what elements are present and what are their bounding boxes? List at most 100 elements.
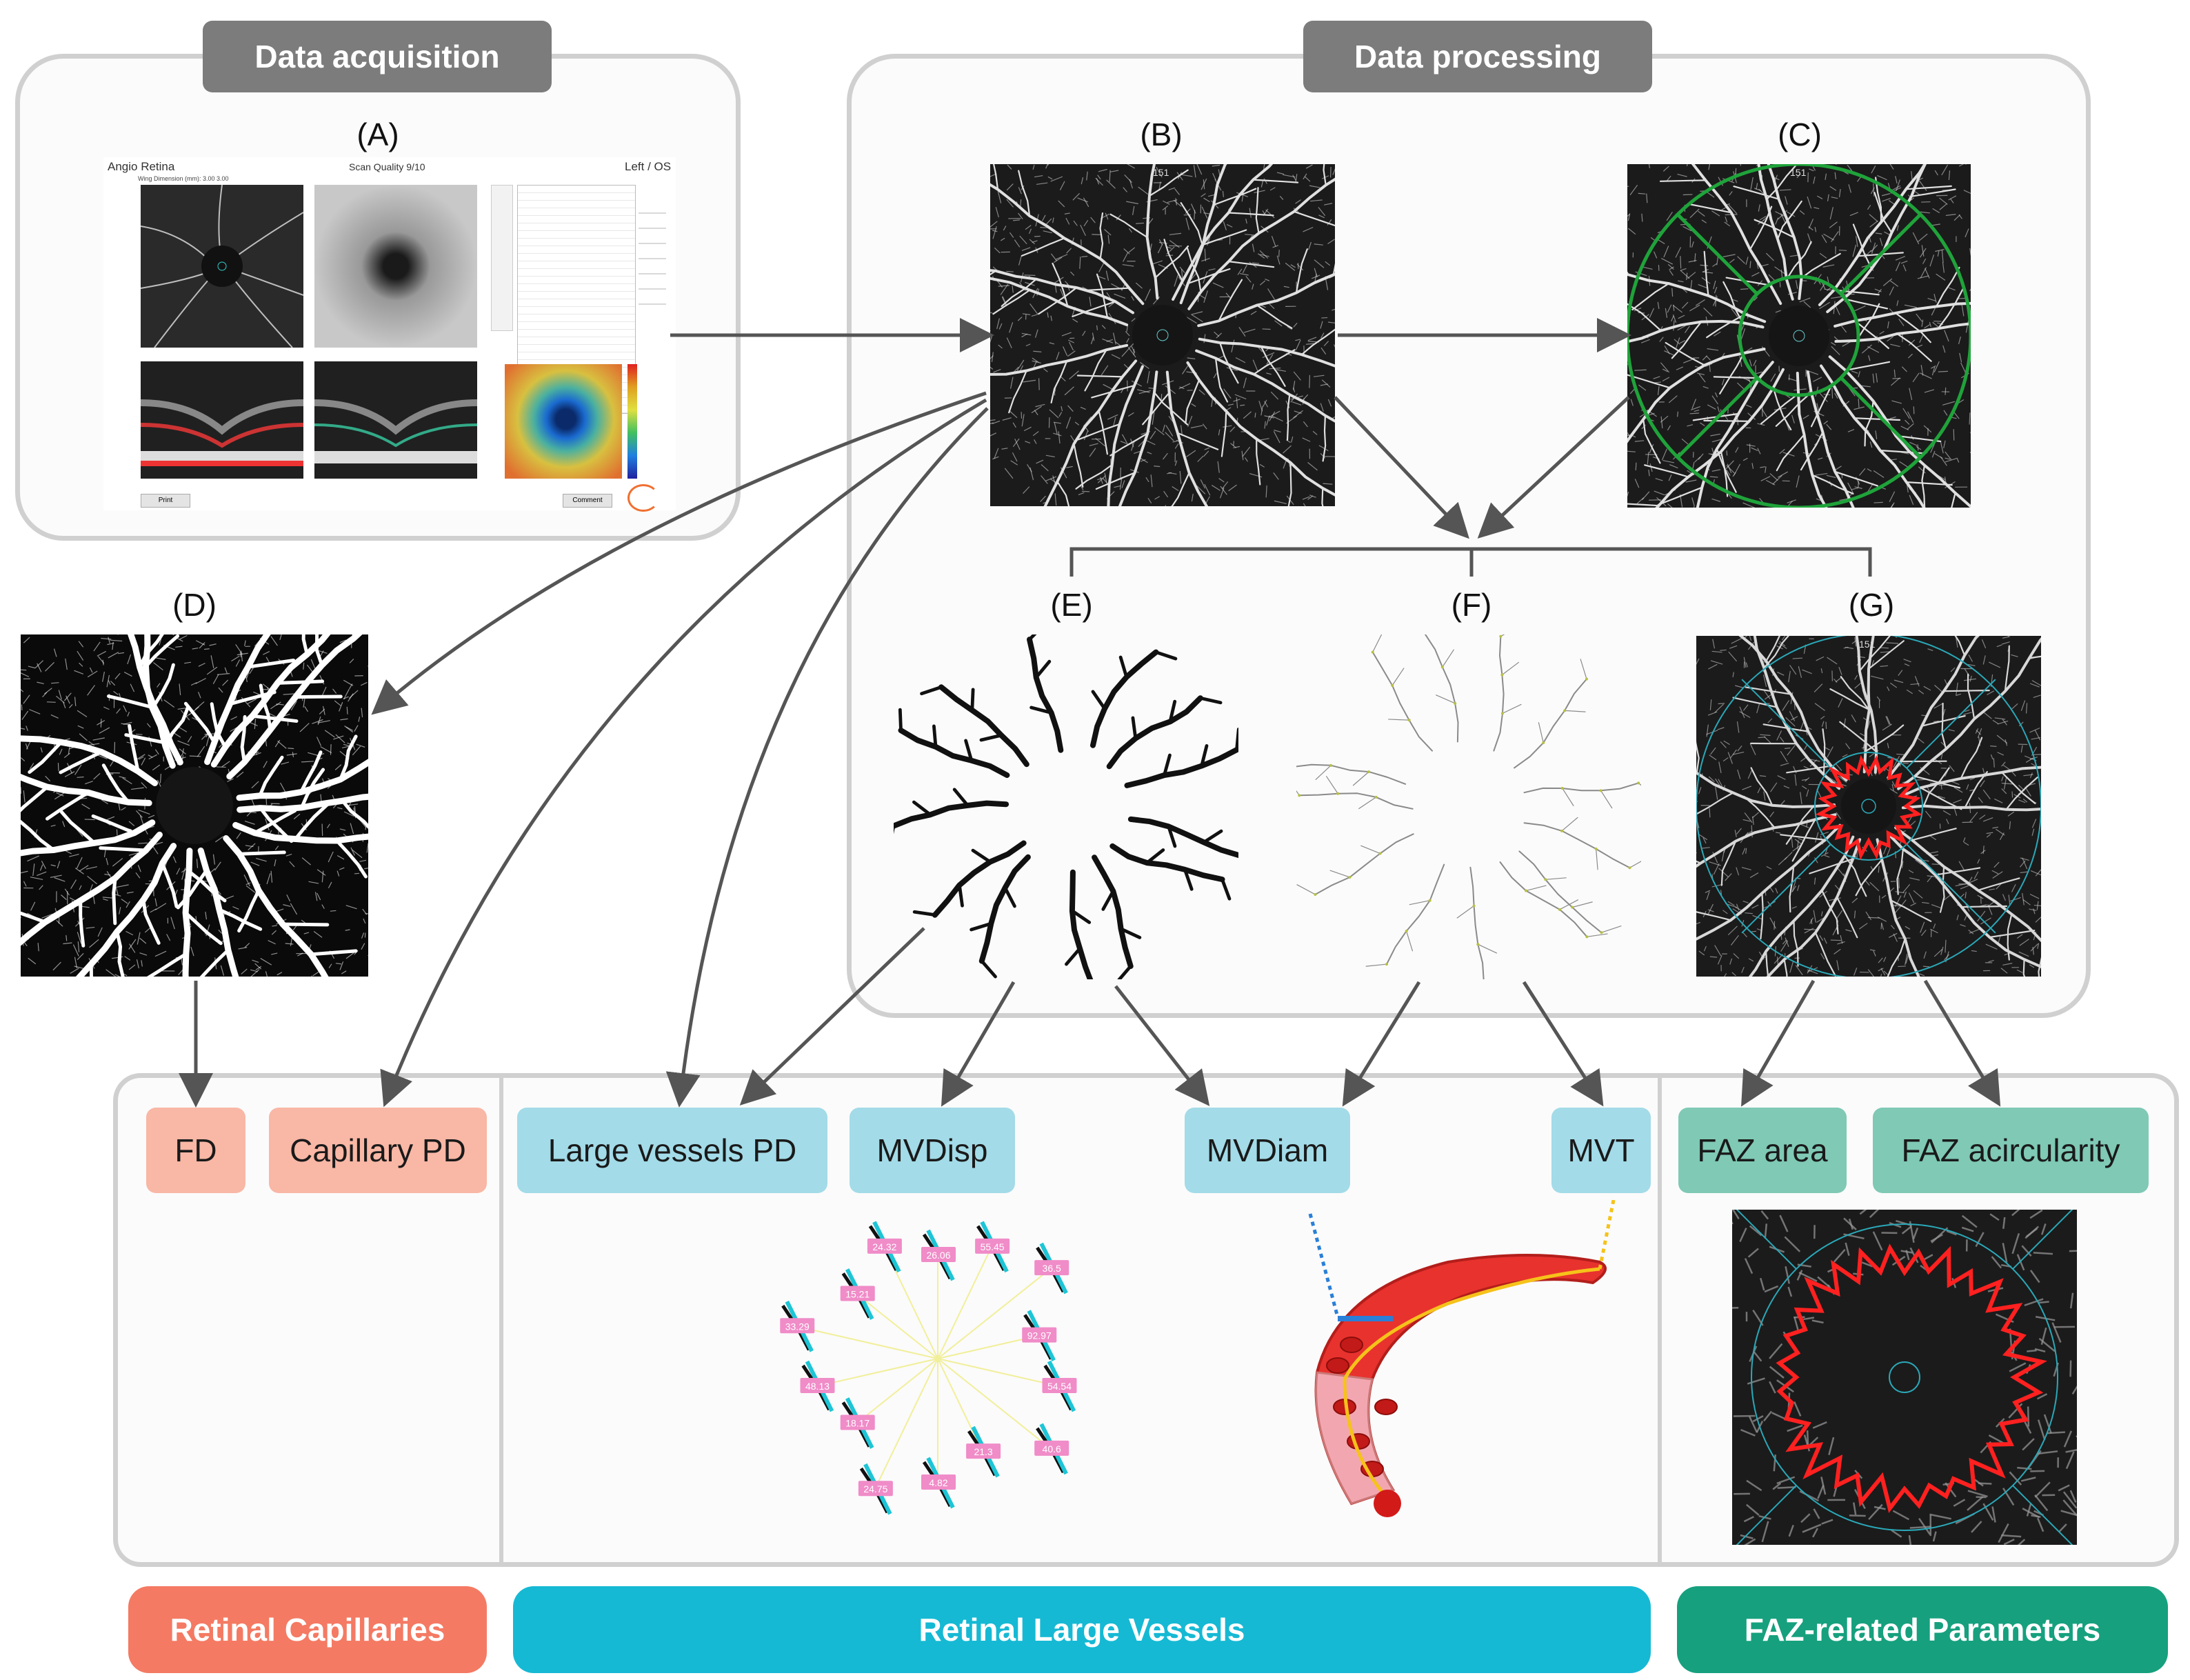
capillary-segment — [2011, 703, 2018, 710]
vessel-sub-branch — [1854, 320, 1889, 350]
capillary-segment — [268, 940, 276, 945]
capillary-segment — [2022, 1438, 2035, 1451]
capillary-segment — [1225, 292, 1232, 299]
vessel-sub-branch — [1855, 859, 1883, 897]
capillary-segment — [1262, 328, 1271, 330]
capillary-segment — [1776, 1476, 1796, 1485]
capillary-segment — [1185, 316, 1197, 323]
capillary-segment — [270, 703, 278, 710]
capillary-segment — [1668, 474, 1672, 481]
capillary-segment — [2022, 799, 2028, 803]
skeleton-sub-branch — [1562, 788, 1574, 806]
capillary-segment — [1950, 667, 1956, 672]
capillary-segment — [1982, 817, 1993, 822]
capillary-segment — [1698, 453, 1704, 460]
capillary-segment — [2036, 901, 2039, 910]
skeleton-branch — [1469, 866, 1485, 979]
vessel-sub-branch — [1750, 767, 1774, 806]
capillary-segment — [1174, 188, 1180, 195]
device-screenshot: Angio Retina Wing Dimension (mm): 3.00 3… — [103, 157, 676, 512]
capillary-segment — [343, 679, 354, 686]
capillary-segment — [64, 752, 70, 758]
capillary-segment — [352, 746, 361, 756]
capillary-segment — [263, 651, 270, 655]
vessel-branch — [223, 835, 329, 977]
capillary-segment — [1711, 210, 1720, 217]
capillary-segment — [1796, 174, 1801, 179]
capillary-segment — [1718, 703, 1725, 705]
capillary-segment — [2019, 939, 2029, 946]
capillary-segment — [1295, 339, 1300, 341]
vessel-branch — [1145, 164, 1159, 300]
capillary-segment — [1047, 176, 1053, 180]
capillary-segment — [1915, 859, 1922, 865]
skeleton-node — [1374, 795, 1378, 799]
capillary-segment — [1292, 401, 1302, 406]
vessel-sub-branch — [1323, 164, 1327, 186]
capillary-segment — [26, 726, 28, 731]
capillary-segment — [1732, 1210, 1740, 1220]
capillary-segment — [1996, 883, 2002, 890]
capillary-segment — [2005, 739, 2008, 746]
capillary-segment — [1889, 286, 1894, 296]
capillary-segment — [1817, 195, 1823, 199]
capillary-segment — [1065, 217, 1070, 225]
skeleton-sub-branch — [1003, 886, 1016, 908]
capillary-segment — [1881, 193, 1891, 197]
capillary-segment — [1932, 1531, 1937, 1542]
displacement-label: 55.45 — [981, 1241, 1005, 1252]
capillary-segment — [2020, 860, 2026, 868]
capillary-segment — [184, 661, 192, 664]
skeleton-sub-branch — [1586, 933, 1608, 937]
capillary-segment — [1162, 206, 1168, 210]
capillary-segment — [1887, 743, 1889, 749]
capillary-segment — [1080, 224, 1086, 236]
skeleton-node — [1329, 763, 1333, 767]
capillary-segment — [2029, 728, 2040, 733]
capillary-segment — [1743, 704, 1749, 711]
capillary-segment — [1109, 170, 1111, 183]
skeleton-node — [1499, 634, 1503, 638]
capillary-segment — [1963, 190, 1971, 194]
displacement-line — [856, 1293, 938, 1359]
capillary-segment — [251, 781, 259, 788]
capillary-segment — [1038, 378, 1040, 390]
capillary-segment — [1923, 686, 1931, 691]
vessel-sub-branch — [1780, 834, 1827, 841]
capillary-segment — [215, 836, 223, 843]
capillary-segment — [2024, 1298, 2044, 1306]
capillary-segment — [1055, 254, 1068, 260]
capillary-segment — [1770, 782, 1778, 792]
capillary-segment — [1837, 941, 1845, 945]
capillary-segment — [1638, 384, 1647, 391]
capillary-segment — [1736, 828, 1742, 834]
capillary-segment — [1252, 359, 1258, 372]
capillary-segment — [1680, 340, 1686, 343]
capillary-segment — [1903, 891, 1907, 898]
displacement-label: 48.13 — [805, 1381, 830, 1392]
capillary-segment — [102, 671, 105, 682]
capillary-segment — [1998, 1523, 2009, 1543]
capillary-segment — [1307, 495, 1314, 500]
capillary-segment — [1152, 412, 1155, 425]
capillary-segment — [1172, 440, 1178, 443]
capillary-segment — [153, 662, 163, 670]
vessel-branch — [1826, 164, 1927, 314]
capillary-segment — [1836, 763, 1842, 771]
capillary-segment — [103, 706, 110, 710]
print-button[interactable]: Print — [141, 494, 190, 508]
capillary-segment — [279, 634, 282, 641]
vessel-sub-branch — [1642, 418, 1661, 464]
skeleton-branch — [894, 800, 1009, 829]
vessel-branch — [1887, 832, 2041, 968]
capillary-segment — [1851, 897, 1858, 903]
vessel-branch — [1738, 636, 1848, 781]
capillary-segment — [1782, 700, 1789, 711]
capillary-segment — [1774, 266, 1785, 274]
capillary-segment — [97, 754, 108, 759]
capillary-segment — [1693, 506, 1695, 508]
comment-button[interactable]: Comment — [563, 494, 612, 508]
capillary-segment — [1191, 311, 1203, 315]
capillary-segment — [1778, 642, 1787, 649]
